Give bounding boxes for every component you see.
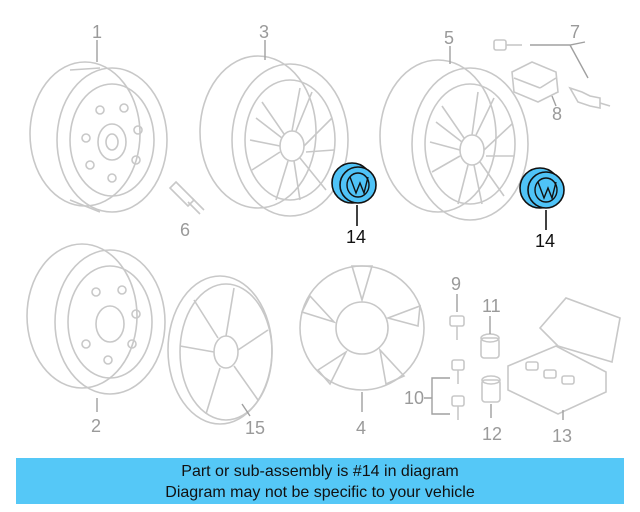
label-5: 5 bbox=[444, 28, 454, 48]
alloy-wheel-part-5[interactable] bbox=[379, 59, 529, 221]
steel-wheel-part-1[interactable] bbox=[29, 61, 168, 213]
label-14-right: 14 bbox=[535, 231, 555, 251]
steel-wheel-part-2[interactable] bbox=[26, 243, 166, 395]
center-cap-part-14-right[interactable] bbox=[519, 167, 565, 209]
banner-line-1: Part or sub-assembly is #14 in diagram bbox=[181, 463, 459, 480]
label-3: 3 bbox=[259, 22, 269, 42]
label-2: 2 bbox=[91, 416, 101, 436]
spoke-trim-part-4[interactable] bbox=[299, 265, 425, 391]
label-15: 15 bbox=[245, 418, 265, 438]
label-7: 7 bbox=[570, 22, 580, 42]
label-9: 9 bbox=[451, 274, 461, 294]
label-14-left: 14 bbox=[346, 227, 366, 247]
wheel-bolt-part-9[interactable] bbox=[449, 315, 465, 340]
label-4: 4 bbox=[356, 418, 366, 438]
lock-nut-part-12[interactable] bbox=[481, 375, 501, 403]
banner-line-2: Diagram may not be specific to your vehi… bbox=[165, 484, 475, 501]
center-cap-part-14-left[interactable] bbox=[331, 162, 377, 204]
label-11: 11 bbox=[482, 296, 501, 316]
label-13: 13 bbox=[552, 426, 572, 446]
wheel-bolts-part-10[interactable] bbox=[451, 359, 465, 420]
valve-stem-part-6[interactable] bbox=[168, 180, 205, 215]
lock-nut-part-11[interactable] bbox=[480, 333, 500, 359]
label-10: 10 bbox=[404, 388, 424, 408]
tpms-hardware-part-7[interactable] bbox=[493, 39, 611, 109]
label-6: 6 bbox=[180, 220, 190, 240]
label-12: 12 bbox=[482, 424, 502, 444]
lock-kit-case-part-13[interactable] bbox=[507, 297, 621, 415]
tpms-sensor-part-8[interactable] bbox=[511, 61, 559, 103]
alloy-wheel-part-3[interactable] bbox=[199, 55, 349, 217]
parts-diagram: 1 3 14 5 14 bbox=[26, 22, 621, 446]
label-1: 1 bbox=[92, 22, 102, 42]
wheel-cover-part-15[interactable] bbox=[167, 275, 273, 425]
info-banner: Part or sub-assembly is #14 in diagram D… bbox=[16, 458, 624, 504]
label-8: 8 bbox=[552, 104, 562, 124]
